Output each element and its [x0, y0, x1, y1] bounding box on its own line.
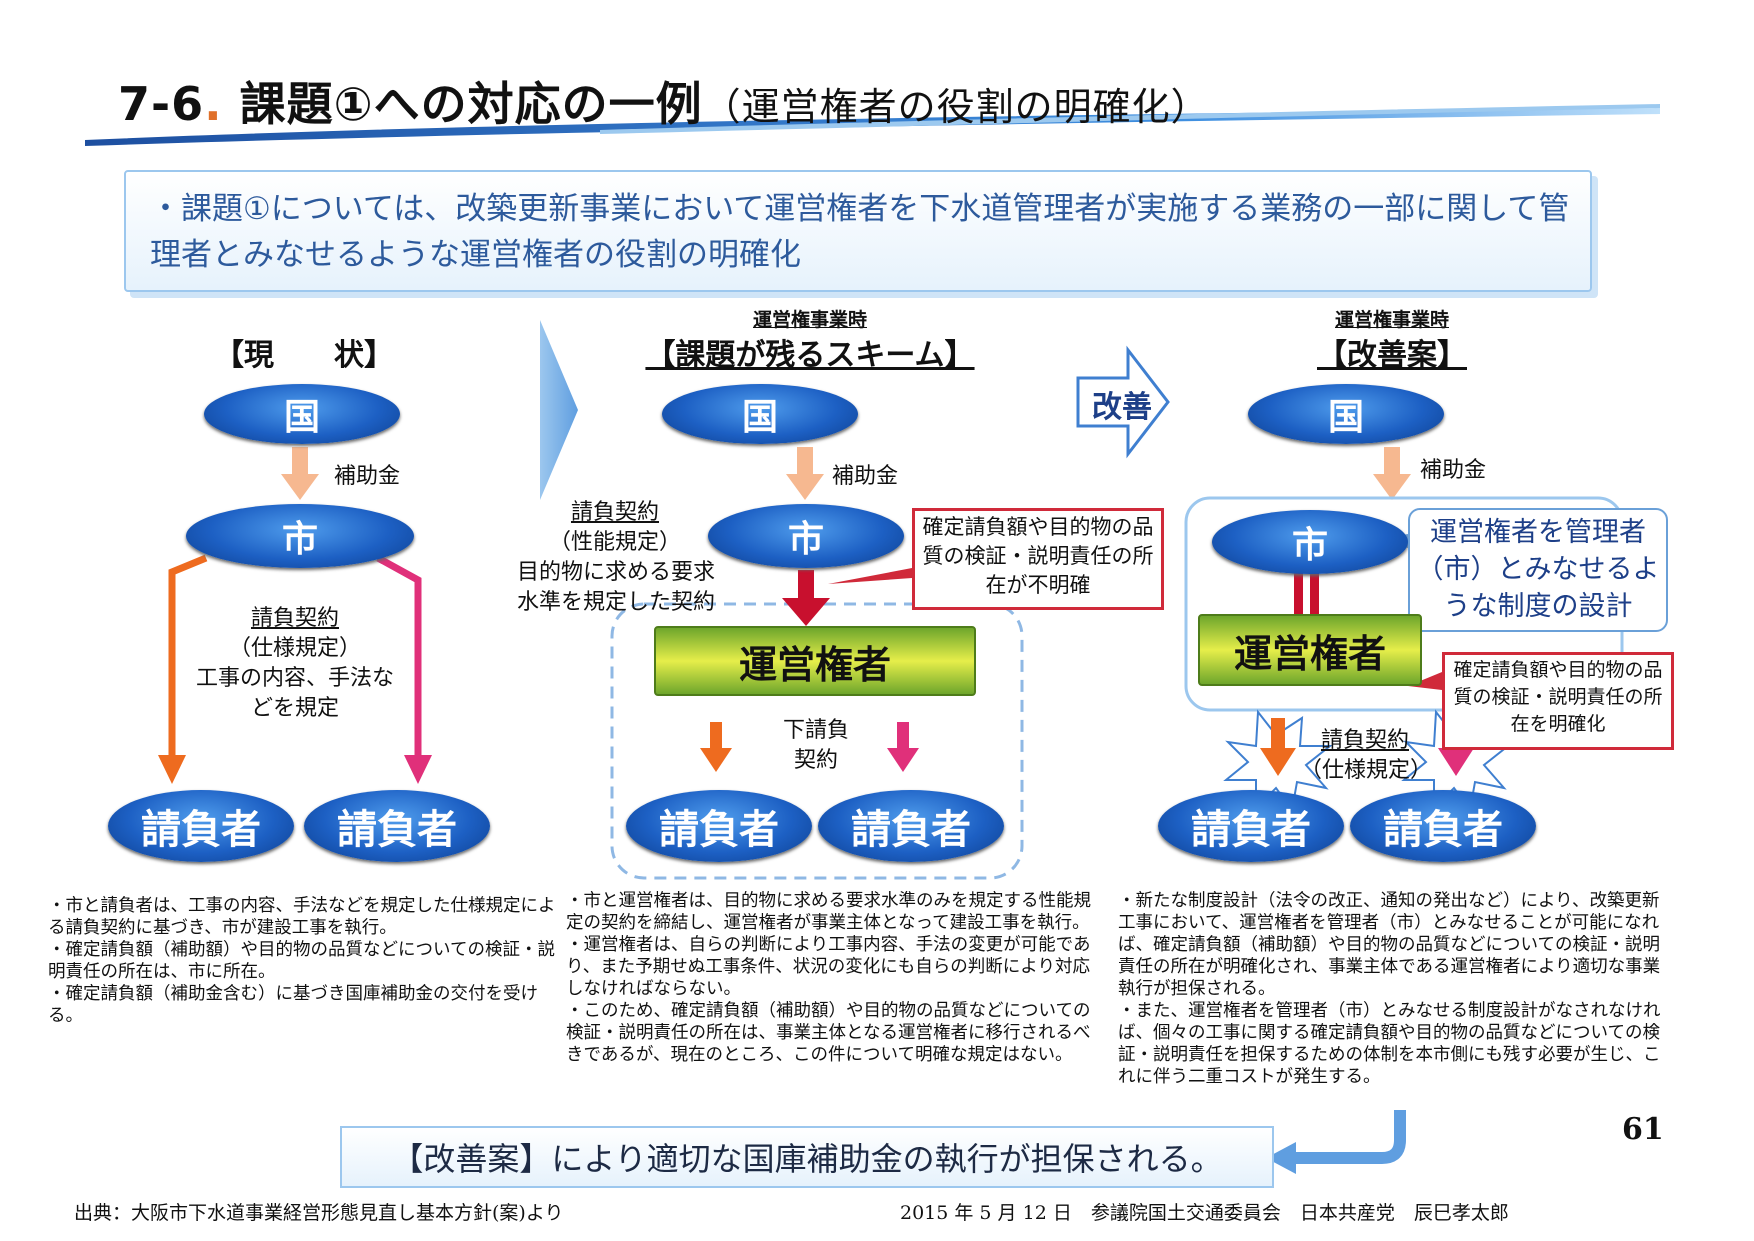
col3-heading-small: 運営権事業時: [1334, 309, 1449, 331]
col1-contractor-b: 請負者: [304, 790, 490, 862]
col3-subsidy-label: 補助金: [1420, 458, 1487, 483]
col2-subcontract-1: 下請負: [782, 718, 849, 743]
col2-issue-callout: 確定請負額や目的物の品質の検証・説明責任の所在が不明確: [912, 508, 1164, 610]
col1-notes: ・市と請負者は、工事の内容、手法などを規定した仕様規定による請負契約に基づき、市…: [48, 895, 558, 1027]
col1-contractor-a: 請負者: [108, 790, 294, 862]
col1-contract-detail: （仕様規定）: [228, 636, 361, 661]
section-number: 7: [118, 77, 152, 131]
col2-note-1: ・市と運営権者は、目的物に求める要求水準のみを規定する性能規定の契約を締結し、運…: [566, 891, 1091, 933]
improvement-arrow: [1076, 345, 1170, 459]
page-title: 7-6. 課題①への対応の一例（運営権者の役割の明確化）: [118, 68, 1210, 134]
summary-text: ・課題①については、改築更新事業において運営権者を下水道管理者が実施する業務の一…: [150, 191, 1570, 273]
col2-contractor-b: 請負者: [818, 790, 1004, 862]
col3-note-1: ・新たな制度設計（法令の改正、通知の発出など）により、改築更新工事において、運営…: [1118, 891, 1661, 999]
col1-note-3: ・確定請負額（補助金含む）に基づき国庫補助金の交付を受ける。: [48, 984, 538, 1026]
col1-contract-title: 請負契約: [250, 606, 339, 631]
section-dot: .: [204, 77, 223, 131]
col3-note-2: ・また、運営権者を管理者（市）とみなせる制度設計がなされなければ、個々の工事に関…: [1118, 1001, 1661, 1087]
col3-design-callout: 運営権者を管理者（市）とみなせるような制度の設計: [1408, 508, 1668, 632]
footer-source: 出典：大阪市下水道事業経営形態見直し基本方針(案)より: [74, 1202, 564, 1224]
col2-shi-node: 市: [708, 504, 904, 568]
conclusion-box: 【改善案】により適切な国庫補助金の執行が担保される。: [340, 1126, 1274, 1188]
title-text: 課題①への対応の一例: [239, 77, 703, 131]
col2-contract-desc-2: 水準を規定した契約: [516, 590, 715, 615]
col2-notes: ・市と運営権者は、目的物に求める要求水準のみを規定する性能規定の契約を締結し、運…: [566, 890, 1096, 1066]
operator-region-dashed: [610, 602, 1024, 880]
col1-note-1: ・市と請負者は、工事の内容、手法などを規定した仕様規定による請負契約に基づき、市…: [48, 896, 556, 938]
page-number: 61: [1622, 1112, 1664, 1147]
col1-shi-node: 市: [186, 504, 414, 568]
transition-arrow: [540, 320, 578, 500]
col3-operator-bar: 運営権者: [1198, 614, 1422, 686]
col3-clarify-callout: 確定請負額や目的物の品質の検証・説明責任の所在を明確化: [1442, 652, 1674, 750]
pink-arrow-right: [376, 554, 422, 760]
col3-contract-detail: （仕様規定）: [1299, 758, 1432, 783]
section-number-2: 6: [171, 77, 205, 131]
col2-note-2: ・運営権者は、自らの判断により工事内容、手法の変更が可能であり、また予期せぬ工事…: [566, 935, 1091, 999]
col2-subcontract-2: 契約: [793, 748, 838, 773]
col2-contract-title: 請負契約: [570, 500, 659, 525]
col1-contract-desc-2: どを規定: [250, 696, 339, 721]
col3-contractor-a: 請負者: [1158, 790, 1344, 862]
col3-kuni-node: 国: [1248, 384, 1444, 444]
col3-notes: ・新たな制度設計（法令の改正、通知の発出など）により、改築更新工事において、運営…: [1118, 890, 1672, 1088]
improvement-arrow-label: 改善: [1092, 390, 1152, 425]
col2-subsidy-label: 補助金: [832, 464, 899, 489]
col1-contract-desc-1: 工事の内容、手法な: [195, 666, 394, 691]
title-subtitle: （運営権者の役割の明確化）: [702, 85, 1210, 129]
col2-heading: 【課題が残るスキーム】: [645, 338, 975, 373]
header-swoosh: [85, 108, 1660, 146]
col1-subsidy-label: 補助金: [334, 464, 401, 489]
col2-note-3: ・このため、確定請負額（補助額）や目的物の品質などについての検証・説明責任の所在…: [566, 1001, 1091, 1065]
col3-shi-node: 市: [1212, 510, 1408, 574]
footer-credit: 2015 年 5 月 12 日 参議院国土交通委員会 日本共産党 辰巳孝太郎: [900, 1202, 1509, 1224]
col2-contractor-a: 請負者: [626, 790, 812, 862]
col1-heading: 【現 状】: [214, 338, 394, 373]
col1-note-2: ・確定請負額（補助額）や目的物の品質などについての検証・説明責任の所在は、市に所…: [48, 940, 555, 982]
col3-contract-title: 請負契約: [1320, 728, 1409, 753]
return-arrow: [1290, 1110, 1406, 1164]
col2-heading-small: 運営権事業時: [752, 309, 867, 331]
col3-contractor-b: 請負者: [1350, 790, 1536, 862]
col1-kuni-node: 国: [204, 384, 400, 444]
col2-kuni-node: 国: [662, 384, 858, 444]
col2-contract-detail: （性能規定）: [548, 530, 681, 555]
col2-operator-bar: 運営権者: [654, 626, 976, 696]
header-swoosh-light: [600, 104, 1660, 134]
summary-box: [124, 170, 1592, 292]
col3-heading: 【改善案】: [1317, 338, 1467, 373]
section-dash: -: [151, 77, 172, 131]
orange-arrow-left: [168, 554, 208, 760]
col2-contract-desc-1: 目的物に求める要求: [516, 560, 715, 585]
